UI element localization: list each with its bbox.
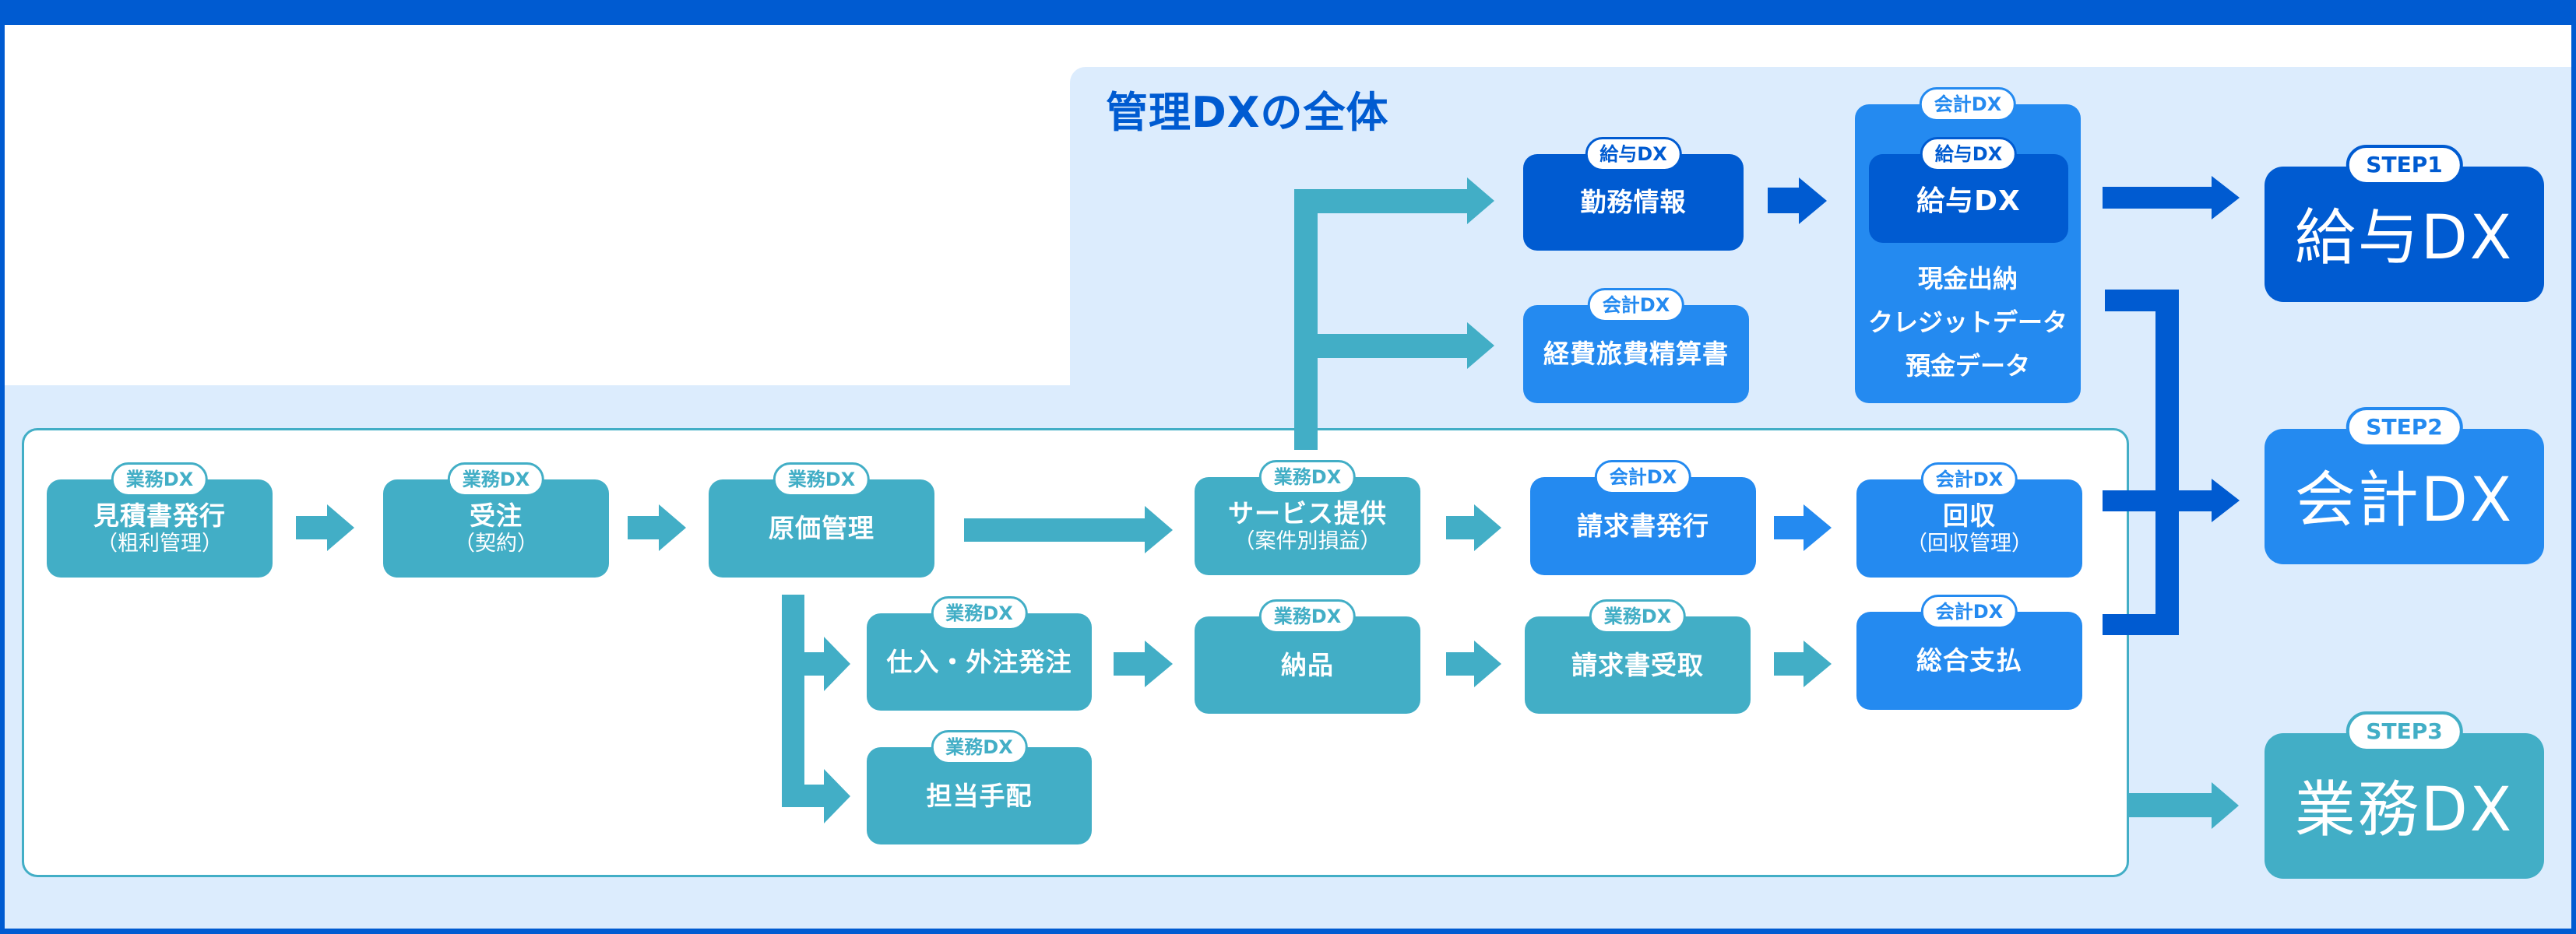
node-sublabel: （粗利管理） [97,531,223,556]
step1-payroll-dx[interactable]: STEP1 給与DX [2265,145,2544,302]
tag-badge: 会計DX [1920,462,2018,497]
node-label: 請求書発行 [1577,511,1709,542]
cash-data-list: 現金出納 クレジットデータ 預金データ [1855,257,2081,388]
tag-badge: 会計DX [1919,87,2017,121]
node-delivery[interactable]: 業務DX 納品 [1195,599,1420,714]
node-label: サービス提供 [1228,498,1387,528]
tag-badge: 業務DX [931,730,1028,764]
step-label: 業務DX [2294,774,2514,845]
frame-bottom-border [0,929,2576,934]
step2-accounting-dx[interactable]: STEP2 会計DX [2265,407,2544,564]
node-attendance[interactable]: 給与DX 勤務情報 [1523,137,1744,251]
node-payroll[interactable]: 給与DX 給与DX [1869,137,2068,243]
node-collection[interactable]: 会計DX 回収 （回収管理） [1856,462,2082,578]
cash-data-item: クレジットデータ [1867,307,2067,337]
tag-badge: 業務DX [1258,460,1357,494]
step-badge: STEP1 [2345,145,2463,185]
node-invoice-receive[interactable]: 業務DX 請求書受取 [1525,599,1751,714]
node-expense[interactable]: 会計DX 経費旅費精算書 [1523,288,1749,403]
tag-badge: 業務DX [931,596,1028,630]
tag-badge: 会計DX [1920,595,2018,629]
node-estimate[interactable]: 業務DX 見積書発行 （粗利管理） [47,462,273,578]
node-service[interactable]: 業務DX サービス提供 （案件別損益） [1195,460,1420,575]
tag-badge: 会計DX [1587,288,1685,322]
node-label: 納品 [1281,649,1334,680]
diagram-title: 管理DXの全体 [1106,88,1389,137]
step-label: 給与DX [2294,203,2514,273]
node-label: 経費旅費精算書 [1543,339,1729,370]
node-sublabel: （契約） [454,531,538,556]
node-staffing[interactable]: 業務DX 担当手配 [867,730,1092,844]
step-badge: STEP2 [2345,407,2463,448]
node-label: 請求書受取 [1571,649,1704,680]
node-label: 回収 [1943,500,1996,531]
cash-data-item: 現金出納 [1917,264,2018,293]
node-cash-group[interactable]: 会計DX 給与DX 給与DX 現金出納 クレジットデータ 預金データ [1855,87,2081,403]
tag-badge: 業務DX [1258,599,1357,634]
tag-badge: 業務DX [111,462,209,497]
node-label: 見積書発行 [93,500,226,531]
tag-badge: 業務DX [447,462,545,497]
node-label: 給与DX [1916,185,2021,218]
node-payment[interactable]: 会計DX 総合支払 [1856,595,2082,710]
step-label: 会計DX [2294,465,2514,535]
node-label: 担当手配 [926,780,1033,811]
tag-badge: 会計DX [1594,460,1692,494]
step-badge: STEP3 [2345,711,2463,752]
node-cost-management[interactable]: 業務DX 原価管理 [709,462,934,578]
tag-badge: 給与DX [1585,137,1682,171]
node-invoice-issue[interactable]: 会計DX 請求書発行 [1530,460,1756,575]
node-sublabel: （回収管理） [1906,531,2032,556]
frame-top-border [0,0,2576,25]
frame-left-border [0,0,5,934]
frame-right-border [2571,0,2576,934]
node-label: 勤務情報 [1580,187,1687,218]
step3-business-dx[interactable]: STEP3 業務DX [2265,711,2544,879]
node-label: 受注 [470,500,523,531]
cash-data-item: 預金データ [1905,351,2030,381]
node-label: 仕入・外注発注 [886,646,1072,677]
tag-badge: 業務DX [1589,599,1687,634]
node-label: 総合支払 [1916,645,2022,676]
node-purchase[interactable]: 業務DX 仕入・外注発注 [867,596,1092,711]
node-order[interactable]: 業務DX 受注 （契約） [383,462,609,578]
node-label: 原価管理 [769,513,875,544]
tag-badge: 給与DX [1920,137,2018,171]
tag-badge: 業務DX [772,462,871,497]
node-sublabel: （案件別損益） [1233,528,1381,553]
